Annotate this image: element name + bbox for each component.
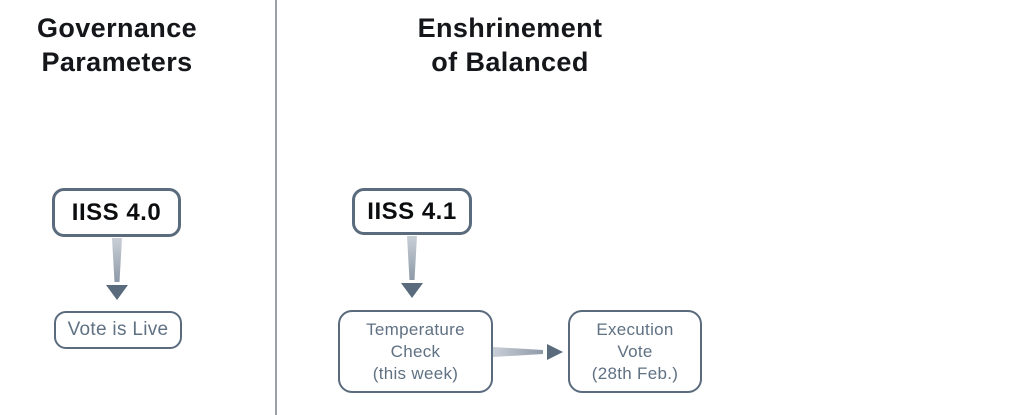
arrow-down-icon: [106, 238, 128, 300]
column-divider: [275, 0, 277, 415]
node-iiss-4-1-label: IISS 4.1: [367, 197, 457, 225]
node-vote-is-live: Vote is Live: [54, 311, 182, 349]
arrow-down-icon: [401, 236, 423, 298]
node-vote-is-live-label: Vote is Live: [67, 319, 169, 340]
node-execution-vote: Execution Vote (28th Feb.): [568, 310, 702, 393]
node-temperature-check: Temperature Check (this week): [338, 310, 493, 393]
governance-heading: Governance Parameters: [36, 13, 198, 77]
arrow-right-icon: [493, 344, 563, 360]
node-iiss-4-0: IISS 4.0: [52, 188, 181, 237]
node-temperature-check-label: Temperature Check (this week): [366, 319, 465, 383]
node-iiss-4-1: IISS 4.1: [352, 188, 472, 235]
node-execution-vote-label: Execution Vote (28th Feb.): [591, 319, 679, 383]
node-iiss-4-0-label: IISS 4.0: [71, 198, 162, 226]
enshrinement-heading: Enshrinement of Balanced: [417, 13, 603, 77]
